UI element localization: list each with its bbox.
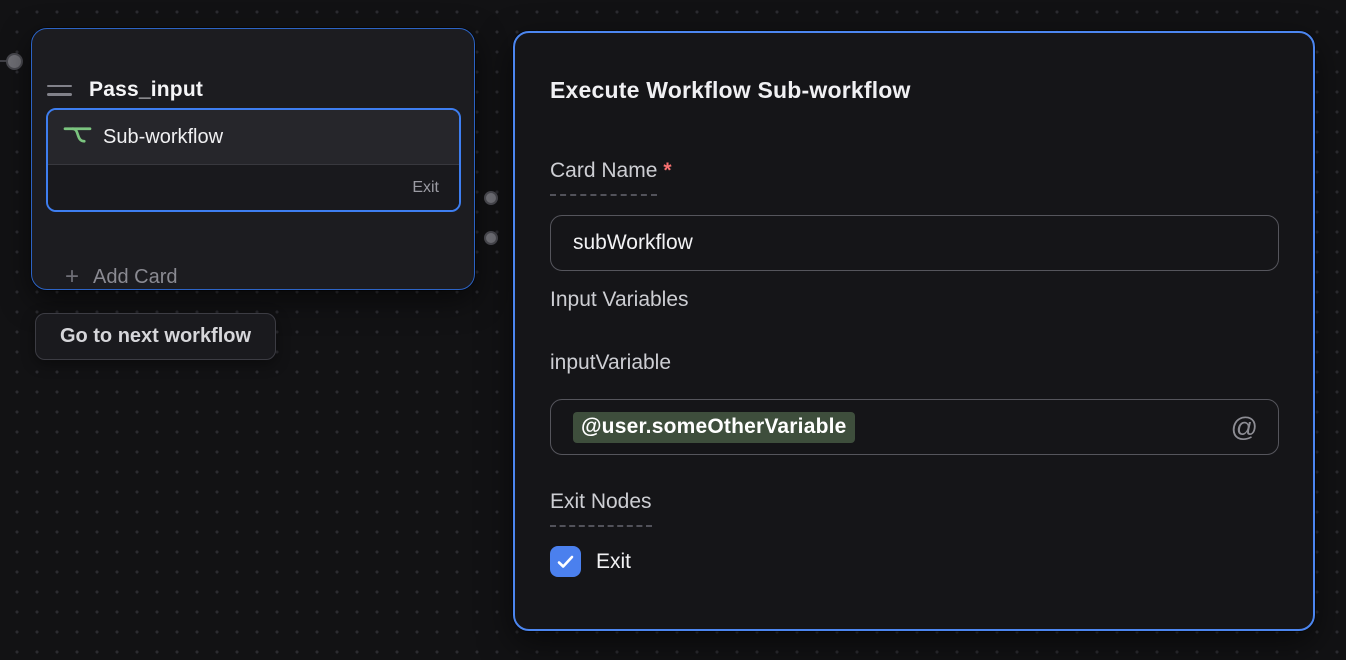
exit-nodes-label-row: Exit Nodes [550,490,652,527]
drag-handle-icon[interactable] [47,84,72,96]
output-port-top[interactable] [484,191,498,205]
panel-title: Execute Workflow Sub-workflow [550,77,911,103]
card-name-label: Card Name [550,159,658,196]
node-title: Pass_input [89,78,204,101]
plus-icon: + [65,263,80,290]
subworkflow-card-exit-row[interactable]: Exit [48,165,459,210]
output-port-bottom[interactable] [484,231,498,245]
input-variables-heading: Input Variables [550,288,689,311]
card-exit-label: Exit [412,178,439,196]
node-header: Pass_input [47,75,203,105]
exit-checkbox[interactable] [550,546,581,577]
subworkflow-card[interactable]: Sub-workflow Exit [46,108,461,212]
input-port[interactable] [6,53,23,70]
connector-edge-line [0,60,9,62]
config-panel: Execute Workflow Sub-workflow Card Name*… [513,31,1315,631]
exit-nodes-label: Exit Nodes [550,490,652,527]
variable-token[interactable]: @user.someOtherVariable [573,411,855,443]
card-name-label-row: Card Name* [550,159,672,196]
card-name-input[interactable]: subWorkflow [550,215,1279,271]
exit-checkbox-row[interactable]: Exit [550,546,631,577]
input-variable-label: inputVariable [550,351,672,374]
exit-checkbox-label: Exit [596,549,632,573]
add-card-label: Add Card [93,265,178,288]
goto-next-workflow-node[interactable]: Go to next workflow [35,313,276,360]
card-name-value: subWorkflow [573,231,693,254]
subworkflow-icon [62,122,93,152]
required-asterisk: * [663,159,672,182]
subworkflow-card-header[interactable]: Sub-workflow [48,110,459,165]
input-variable-input[interactable]: @user.someOtherVariable @ [550,399,1279,455]
workflow-node-pass-input[interactable]: Pass_input Sub-workflow Exit + Add Card [31,28,475,290]
subworkflow-card-label: Sub-workflow [103,125,224,148]
at-sign-icon[interactable]: @ [1230,411,1258,442]
goto-next-workflow-label: Go to next workflow [59,325,252,347]
add-card-button[interactable]: + Add Card [65,265,178,289]
